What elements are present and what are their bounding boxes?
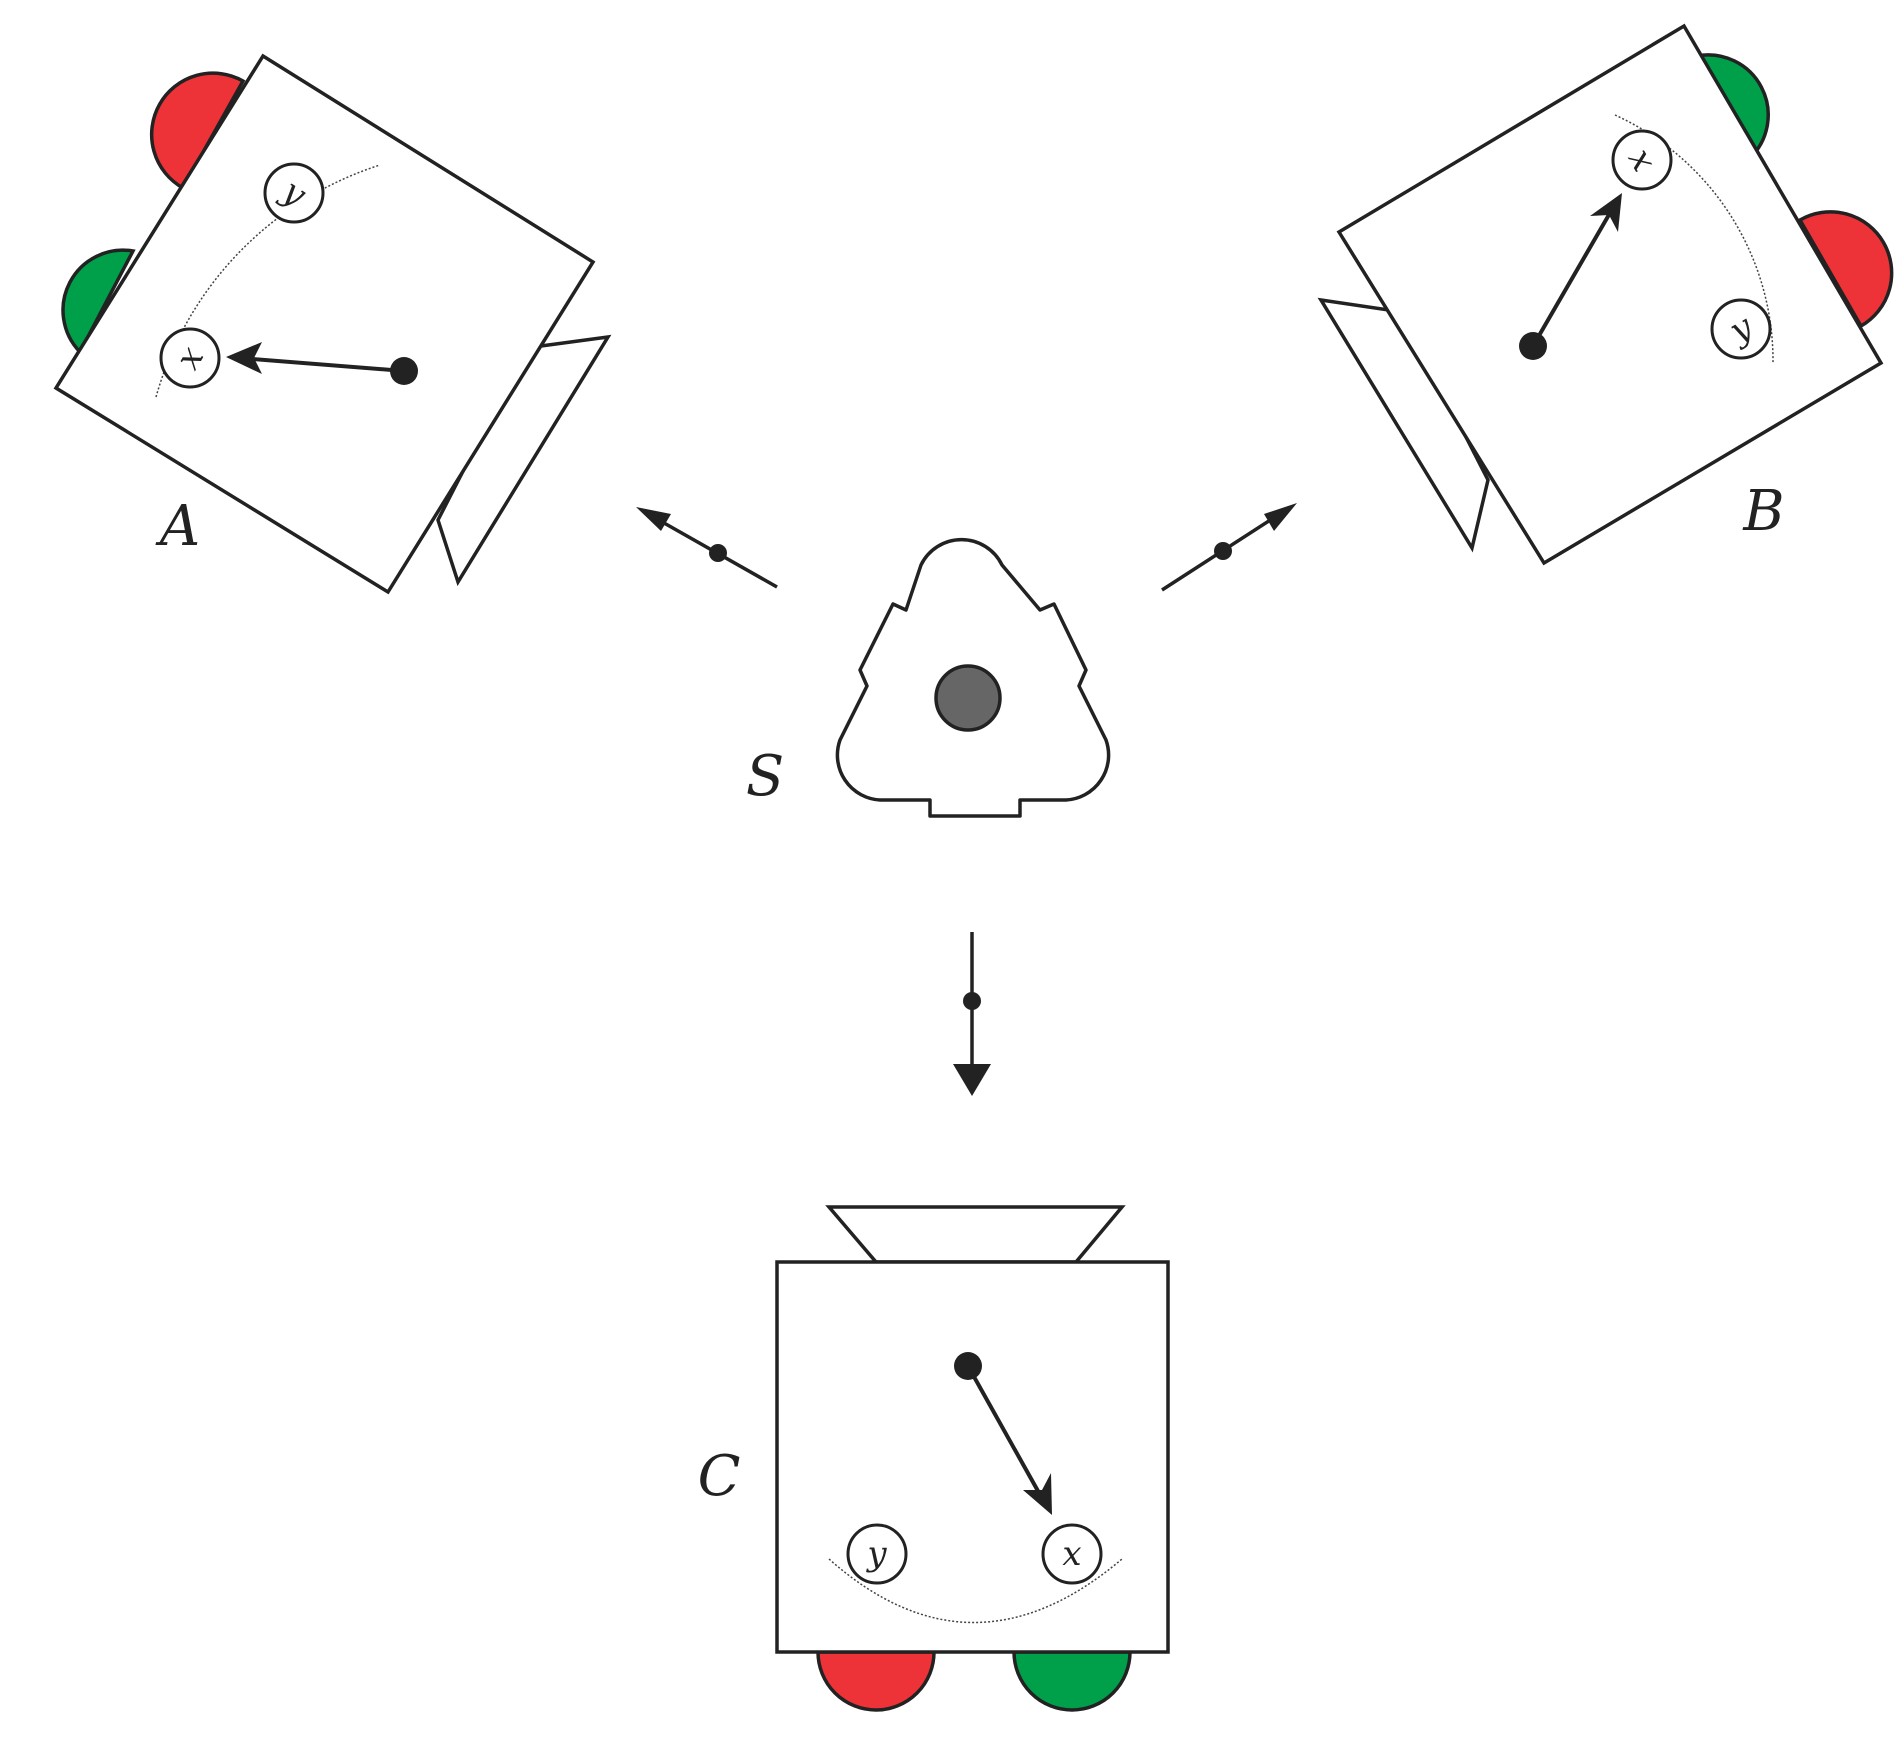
detector-a: y x A <box>53 53 612 595</box>
detector-a-x-symbol: x <box>159 327 221 389</box>
detector-b-y-symbol: y <box>1710 298 1772 360</box>
detector-c-y-symbol: y <box>846 1523 908 1585</box>
detector-b-red-light <box>1797 210 1894 329</box>
particle-arrow-to-c <box>953 932 991 1096</box>
detector-a-pointer <box>226 342 418 385</box>
detector-a-label: A <box>155 494 200 559</box>
detector-c-label: C <box>698 1444 741 1509</box>
source-s-core <box>934 664 1002 732</box>
detector-a-box <box>53 53 596 595</box>
detector-b-label: B <box>1742 479 1784 544</box>
detector-a-green-light <box>61 248 136 355</box>
detector-c-dial-arc <box>828 1558 1123 1624</box>
detector-c-green-light <box>1012 1650 1132 1712</box>
detector-b: x y B <box>1317 23 1894 566</box>
source-s-label: S <box>746 744 784 809</box>
detector-c-pointer <box>954 1352 1052 1515</box>
detector-b-flap <box>1317 297 1490 553</box>
detector-b-x-symbol: x <box>1611 129 1673 191</box>
detector-c-flap <box>825 1205 1126 1264</box>
source-s: S <box>746 537 1111 818</box>
detector-c-x-symbol: x <box>1041 1523 1103 1585</box>
detector-c-box <box>775 1260 1170 1654</box>
detector-c-x-text: x <box>1062 1534 1081 1574</box>
detector-a-y-symbol: y <box>263 162 325 224</box>
detector-c: y x C <box>698 1205 1170 1712</box>
detector-a-red-light <box>149 71 246 191</box>
detector-b-box <box>1336 23 1884 566</box>
detector-b-pointer <box>1519 193 1622 360</box>
particle-arrow-to-b <box>1161 503 1297 592</box>
detector-c-y-text: y <box>865 1534 887 1574</box>
particle-arrow-to-a <box>636 507 778 589</box>
detector-c-red-light <box>816 1650 936 1712</box>
